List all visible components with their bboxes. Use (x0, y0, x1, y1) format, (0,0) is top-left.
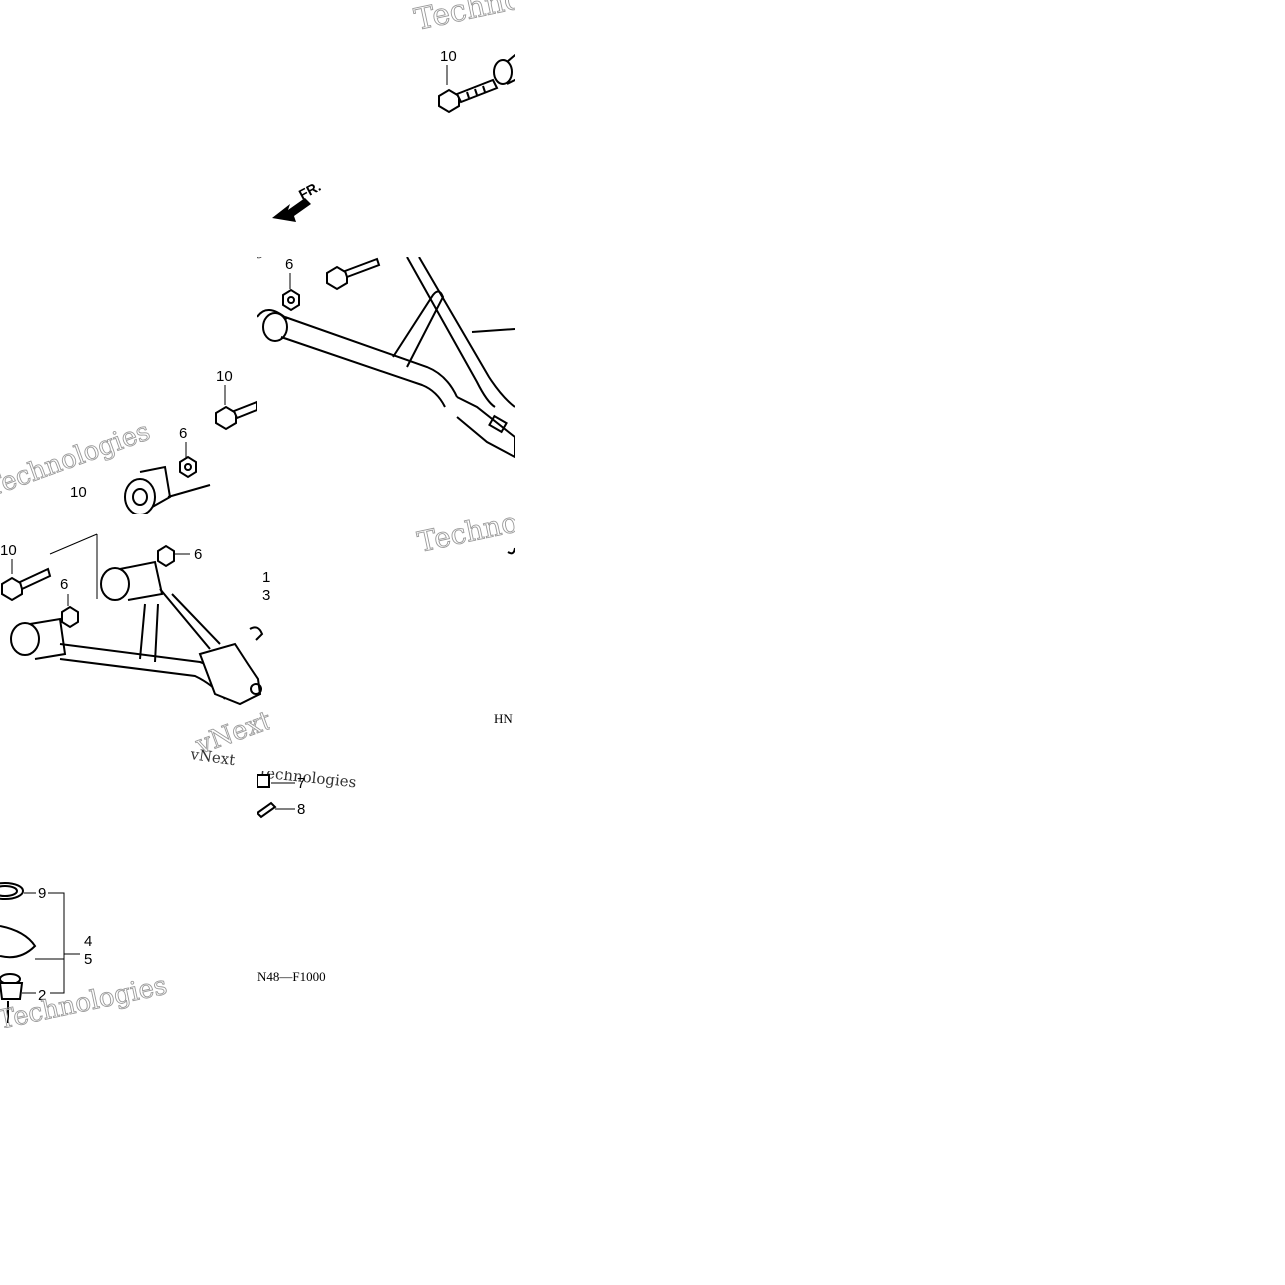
callout-10: 10 (70, 484, 87, 501)
callout-1: 1 (262, 569, 270, 586)
callout-8: 8 (297, 801, 305, 818)
cotter-pin-icon (257, 801, 277, 819)
castle-nut-icon (257, 774, 270, 788)
bolt-icon (438, 53, 515, 114)
bolt-icon (215, 400, 257, 431)
nut-icon (157, 544, 175, 568)
callout-7: 7 (297, 775, 305, 792)
bolt-icon (0, 567, 52, 602)
direction-label: FR. (296, 178, 323, 203)
part-code-bottom: N48—F1000 (257, 969, 326, 984)
callout-6: 6 (194, 546, 202, 563)
callout-10: 10 (440, 48, 457, 65)
callout-10: 10 (0, 542, 17, 559)
nut-icon (61, 605, 79, 629)
tile-ball-joint: vNext 9 4 5 2 Technologies (0, 771, 257, 1028)
callout-3: 3 (262, 587, 270, 604)
callout-6: 6 (179, 425, 187, 442)
bolt-icon (326, 257, 381, 291)
callout-6: 6 (60, 576, 68, 593)
watermark-text: Technologies (411, 0, 515, 38)
callout-4: 4 (84, 933, 92, 950)
callout-5: 5 (84, 951, 92, 968)
watermark-text: Technologies (257, 257, 286, 269)
arm-bushing-icon (124, 465, 211, 514)
ball-joint-icon (0, 882, 37, 1023)
part-code-top: HN (494, 711, 513, 726)
tile-bottom-middle: Technologies 7 8 N48—F1000 (257, 771, 515, 1028)
tile-top: Technologies 10 FR. vNext (257, 0, 515, 257)
watermark-text: Technologies (415, 514, 515, 559)
lower-a-arm (10, 560, 264, 706)
callout-2: 2 (38, 987, 46, 1004)
front-direction-arrow-icon: FR. (272, 178, 323, 222)
nut-icon (282, 288, 300, 312)
nut-icon (179, 455, 197, 479)
callout-10: 10 (216, 368, 233, 385)
watermark-text: Technologies (0, 971, 170, 1028)
tile-lower-arm: 10 6 6 (0, 514, 270, 771)
callout-6: 6 (285, 257, 293, 273)
callout-9: 9 (38, 885, 46, 902)
tile-left-middle: vNext Technologies 10 6 10 (0, 257, 257, 514)
watermark-text: Technologies (257, 771, 357, 791)
tile-right-middle: Technologies HN (270, 514, 515, 771)
upper-a-arm (257, 257, 515, 459)
tile-upper-arm: Technologies 6 (257, 257, 515, 514)
